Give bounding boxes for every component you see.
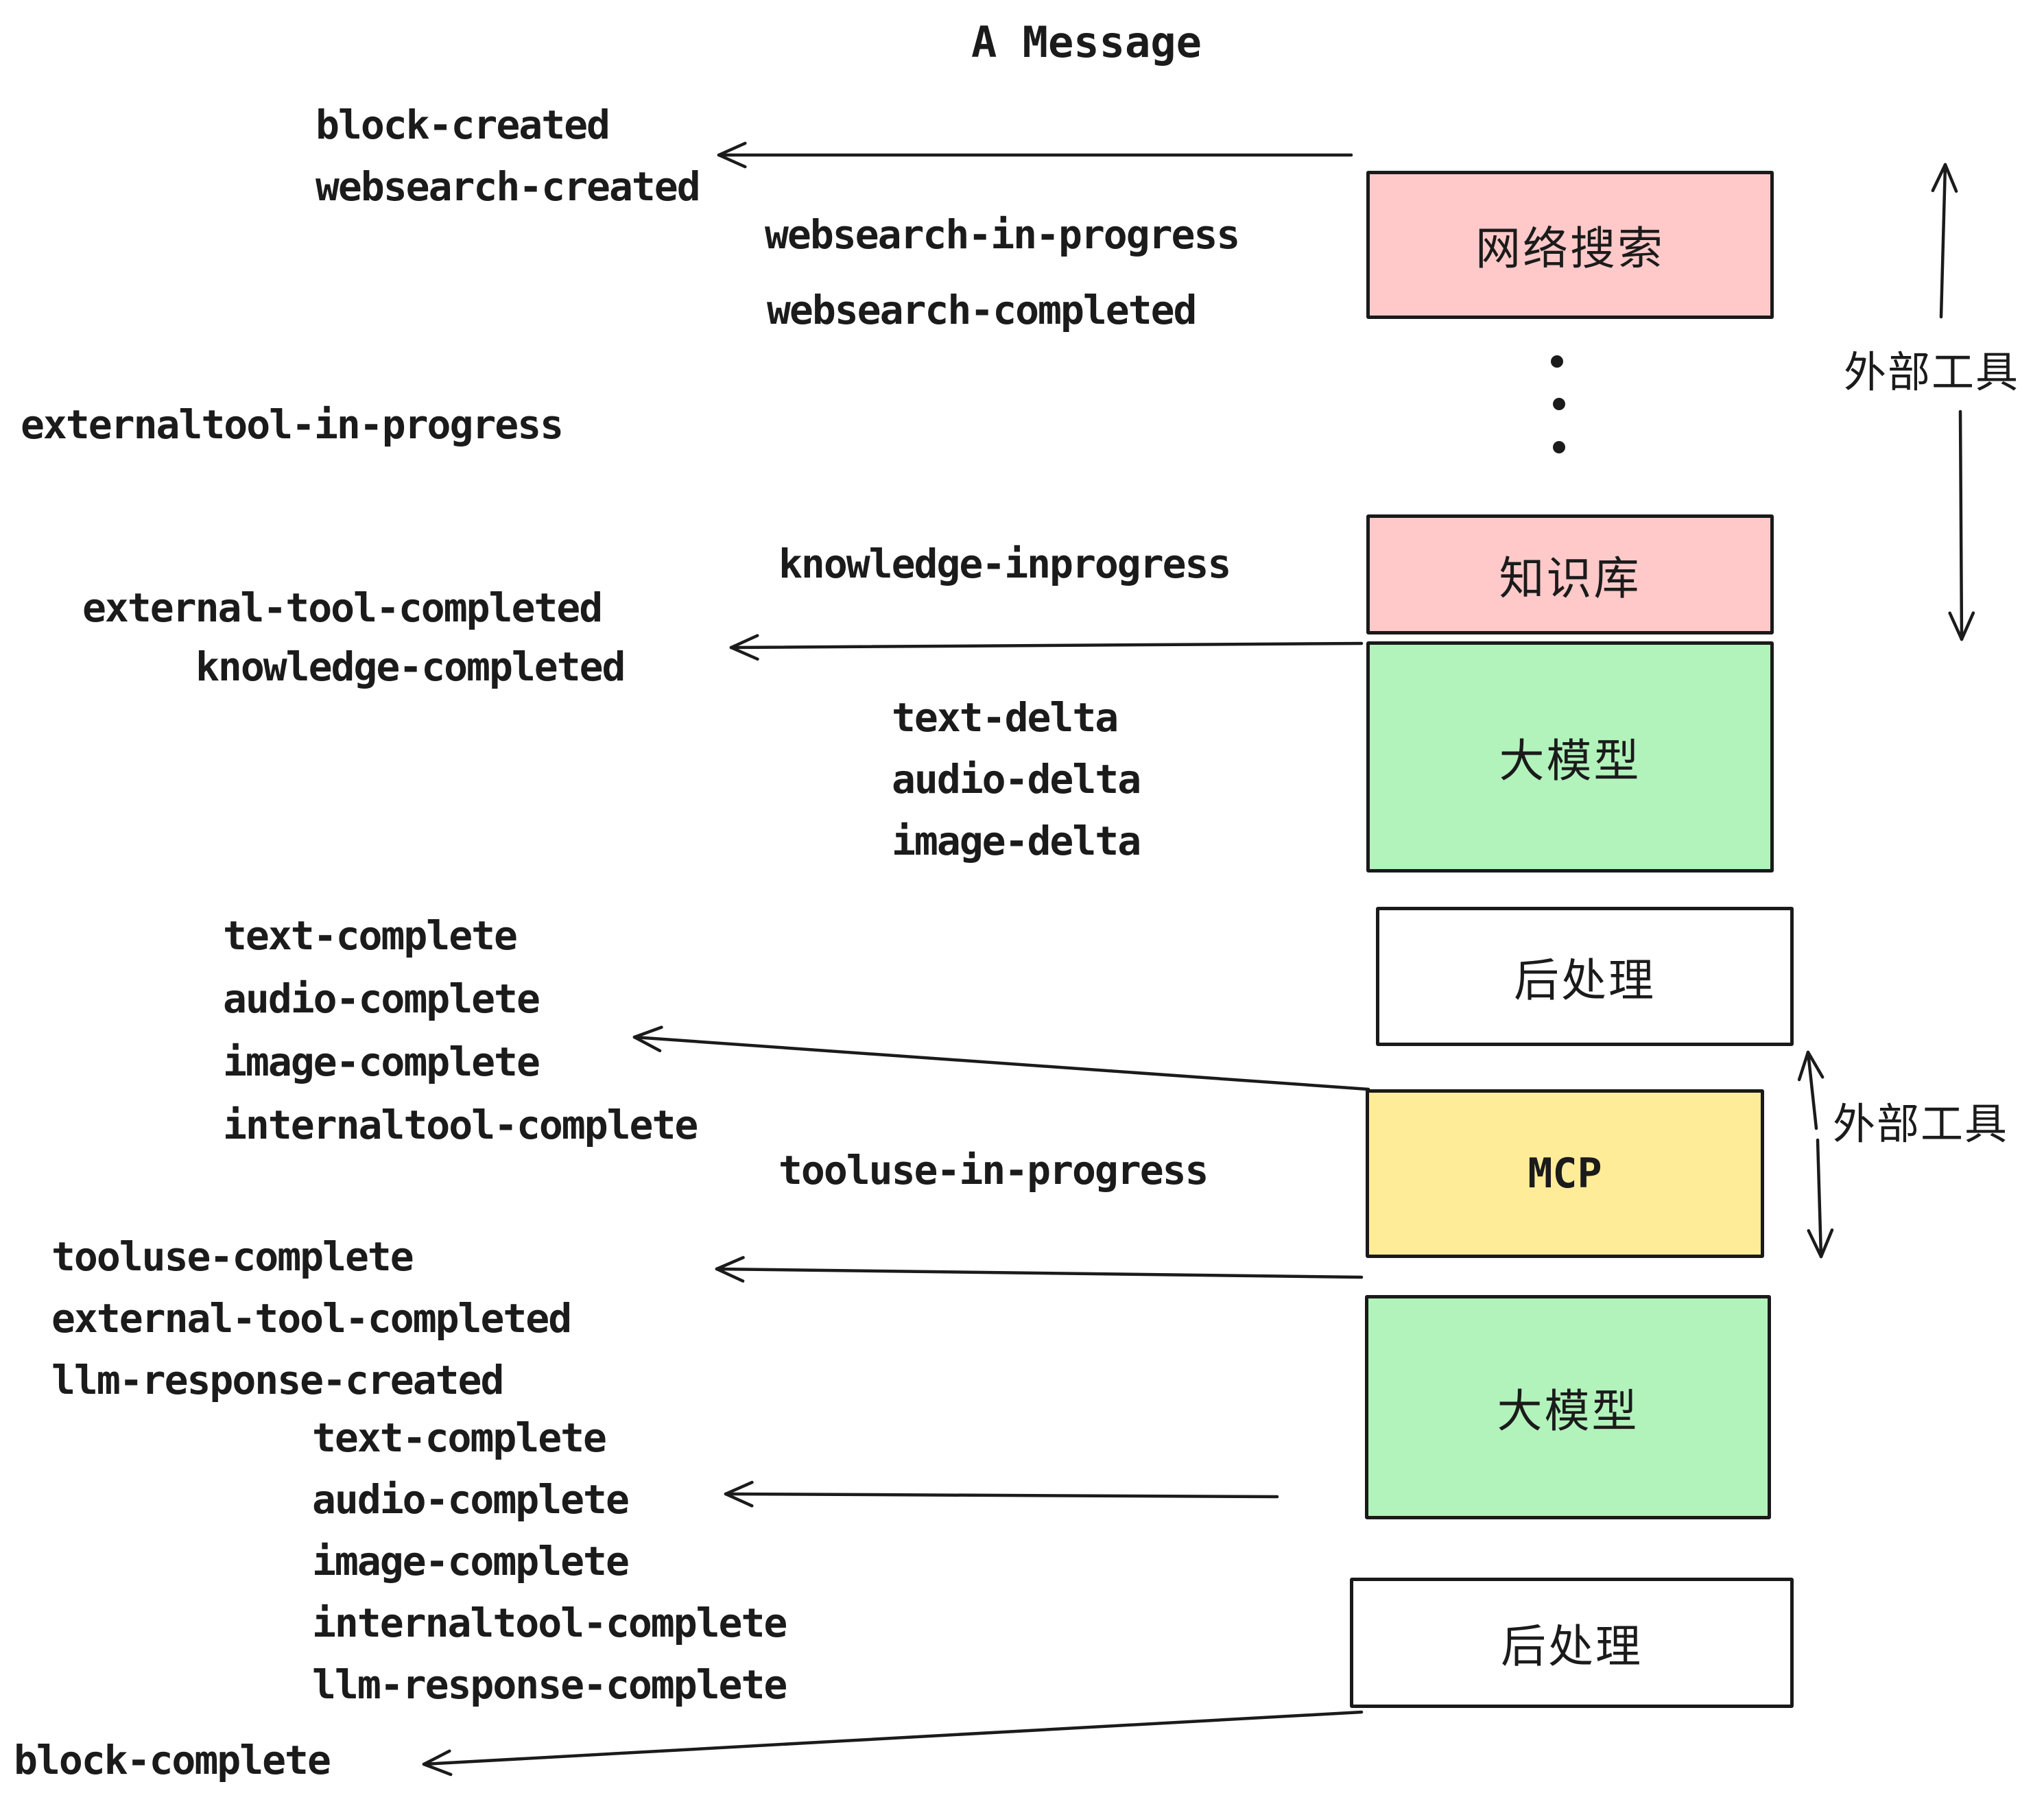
flow-box-label: 后处理 xyxy=(1501,1620,1643,1673)
event-label: knowledge-completed xyxy=(195,643,626,690)
flow-box-label: 后处理 xyxy=(1514,953,1656,1007)
event-label: externaltool-in-progress xyxy=(21,401,564,448)
flow-box-mcp: MCP xyxy=(1366,1089,1764,1258)
event-label: tooluse-complete xyxy=(51,1233,414,1280)
event-label: websearch-created xyxy=(316,163,701,210)
event-label: audio-complete xyxy=(223,975,540,1022)
flow-box-label: MCP xyxy=(1528,1150,1602,1198)
flow-box-llm-2: 大模型 xyxy=(1365,1295,1771,1519)
external-tools-label: 外部工具 xyxy=(1844,347,2020,397)
flow-box-label: 大模型 xyxy=(1499,734,1641,787)
flow-box-llm-1: 大模型 xyxy=(1366,641,1774,873)
event-label: tooluse-in-progress xyxy=(779,1147,1209,1194)
event-label: external-tool-completed xyxy=(51,1295,572,1342)
event-label: block-complete xyxy=(14,1737,331,1783)
arrow-audio-complete xyxy=(724,1480,1279,1508)
arrow-block-created xyxy=(717,141,1353,169)
event-label: external-tool-completed xyxy=(82,584,603,631)
arrow-block-complete xyxy=(422,1710,1364,1777)
event-label: block-created xyxy=(316,102,610,148)
event-label: text-complete xyxy=(312,1414,607,1461)
event-label: image-complete xyxy=(223,1039,540,1085)
ellipsis-dot xyxy=(1553,441,1565,453)
event-label: llm-response-complete xyxy=(312,1661,787,1708)
event-label: websearch-completed xyxy=(767,287,1197,333)
event-label: text-complete xyxy=(223,912,518,959)
event-label: llm-response-created xyxy=(51,1357,504,1403)
event-label: internaltool-complete xyxy=(223,1102,698,1148)
flow-box-websearch: 网络搜索 xyxy=(1366,171,1774,319)
diagram-title: A Message xyxy=(971,17,1202,67)
event-label: image-delta xyxy=(892,818,1141,864)
flow-box-label: 网络搜索 xyxy=(1475,222,1665,275)
event-label: text-delta xyxy=(892,694,1119,741)
arrow-image-complete xyxy=(632,1025,1370,1091)
arrow-external-tools-up-2 xyxy=(1797,1050,1825,1130)
flow-box-label: 大模型 xyxy=(1497,1384,1639,1438)
arrow-external-tools-down-1 xyxy=(1948,410,1975,641)
event-label: audio-delta xyxy=(892,756,1141,803)
ellipsis-dot xyxy=(1553,398,1565,410)
external-tools-label: 外部工具 xyxy=(1833,1099,2009,1149)
event-label: knowledge-inprogress xyxy=(779,541,1231,587)
arrow-external-tools-up-1 xyxy=(1931,163,1958,319)
arrow-knowledge-completed xyxy=(729,634,1364,661)
flow-box-post-1: 后处理 xyxy=(1376,907,1794,1046)
flow-box-label: 知识库 xyxy=(1499,551,1641,605)
event-label: audio-complete xyxy=(312,1476,630,1523)
event-label: internaltool-complete xyxy=(312,1600,787,1646)
event-label: websearch-in-progress xyxy=(765,211,1240,258)
arrow-tooluse-complete xyxy=(715,1256,1364,1283)
ellipsis-dot xyxy=(1551,355,1563,368)
flow-box-knowledge: 知识库 xyxy=(1366,514,1774,634)
event-label: image-complete xyxy=(312,1538,630,1585)
arrow-external-tools-down-2 xyxy=(1807,1138,1834,1259)
flow-box-post-2: 后处理 xyxy=(1350,1578,1794,1708)
